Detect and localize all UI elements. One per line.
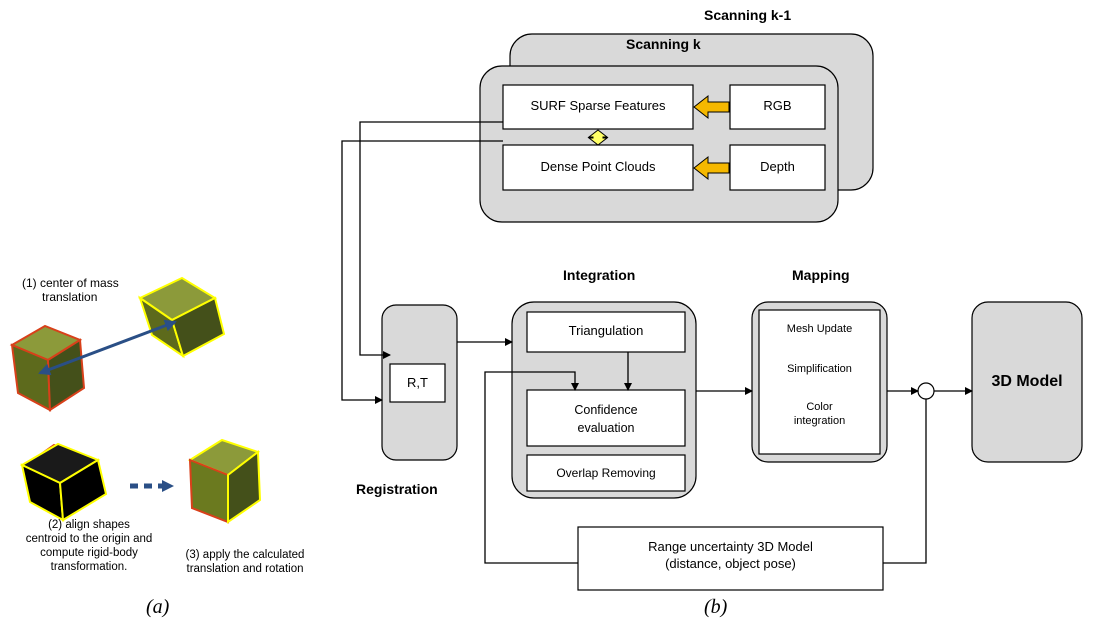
depth-to-dense-arrow <box>693 155 730 181</box>
step2-line1: (2) align shapes <box>48 519 130 531</box>
step1-line1: (1) center of mass <box>22 276 119 290</box>
rgb-box <box>729 84 826 130</box>
step3-label: (3) apply the calculated translation and… <box>170 548 320 576</box>
step3-line1: (3) apply the calculated <box>185 549 305 561</box>
step1-label: (1) center of mass translation <box>22 276 119 304</box>
step2-line2: centroid to the origin and <box>25 533 153 545</box>
cube-target-icon <box>138 276 226 359</box>
range-label: Range uncertainty 3D Model (distance, ob… <box>578 540 883 571</box>
range-to-confidence-line <box>484 371 579 564</box>
registration-label: Registration <box>356 481 438 497</box>
cube-result-icon <box>187 438 262 524</box>
junction-to-range-line <box>883 399 927 564</box>
simplification-label: Simplification <box>787 363 852 375</box>
overlap-box <box>526 454 686 492</box>
overlap-label: Overlap Removing <box>556 466 656 480</box>
depth-label: Depth <box>760 159 795 174</box>
mesh-update-label: Mesh Update <box>786 323 853 335</box>
model-label: 3D Model <box>991 373 1063 390</box>
dense-label: Dense Point Clouds <box>540 159 656 174</box>
surf-label: SURF Sparse Features <box>530 98 666 113</box>
step3-line2: translation and rotation <box>186 563 304 575</box>
step2-label: (2) align shapes centroid to the origin … <box>14 518 164 574</box>
confidence-box <box>526 389 686 447</box>
depth-box <box>729 144 826 191</box>
color-integration-line1: Color <box>806 401 833 413</box>
surf-box <box>502 84 694 130</box>
junction-node <box>917 382 935 400</box>
model-box <box>971 301 1083 463</box>
mapping-inner-box <box>758 309 881 455</box>
confidence-line1: Confidence <box>574 403 638 417</box>
mapping-label: Mapping <box>792 267 850 283</box>
confidence-label: Confidence evaluation <box>527 403 685 435</box>
rt-box <box>389 363 446 403</box>
range-box <box>577 526 884 591</box>
scanning-prev-label: Scanning k-1 <box>704 7 792 23</box>
surf-to-registration-line <box>359 121 503 359</box>
step2-line4: transformation. <box>50 561 128 573</box>
rgb-label: RGB <box>763 98 792 113</box>
confidence-line2: evaluation <box>577 421 635 435</box>
color-integration-label: Color integration <box>759 400 880 428</box>
integration-label: Integration <box>563 267 636 283</box>
caption-a: (a) <box>146 596 170 618</box>
dense-box <box>502 144 694 191</box>
surf-dense-link-arrow <box>587 129 609 146</box>
triangulation-label: Triangulation <box>568 323 644 338</box>
triangulation-box <box>526 311 686 353</box>
step1-line2: translation <box>42 290 98 304</box>
range-line2: (distance, object pose) <box>665 556 796 571</box>
range-line1: Range uncertainty 3D Model <box>648 539 813 554</box>
color-integration-line2: integration <box>793 415 846 427</box>
cube-source-icon <box>9 324 86 412</box>
dense-to-registration-line <box>341 140 503 404</box>
cube-aligned-icon <box>19 442 108 522</box>
caption-b: (b) <box>704 596 728 618</box>
scanning-curr-label: Scanning k <box>626 36 701 52</box>
rgb-to-surf-arrow <box>693 94 730 120</box>
rt-label: R,T <box>407 375 428 390</box>
step2-line3: compute rigid-body <box>40 547 138 559</box>
translation-arrow <box>38 319 177 376</box>
